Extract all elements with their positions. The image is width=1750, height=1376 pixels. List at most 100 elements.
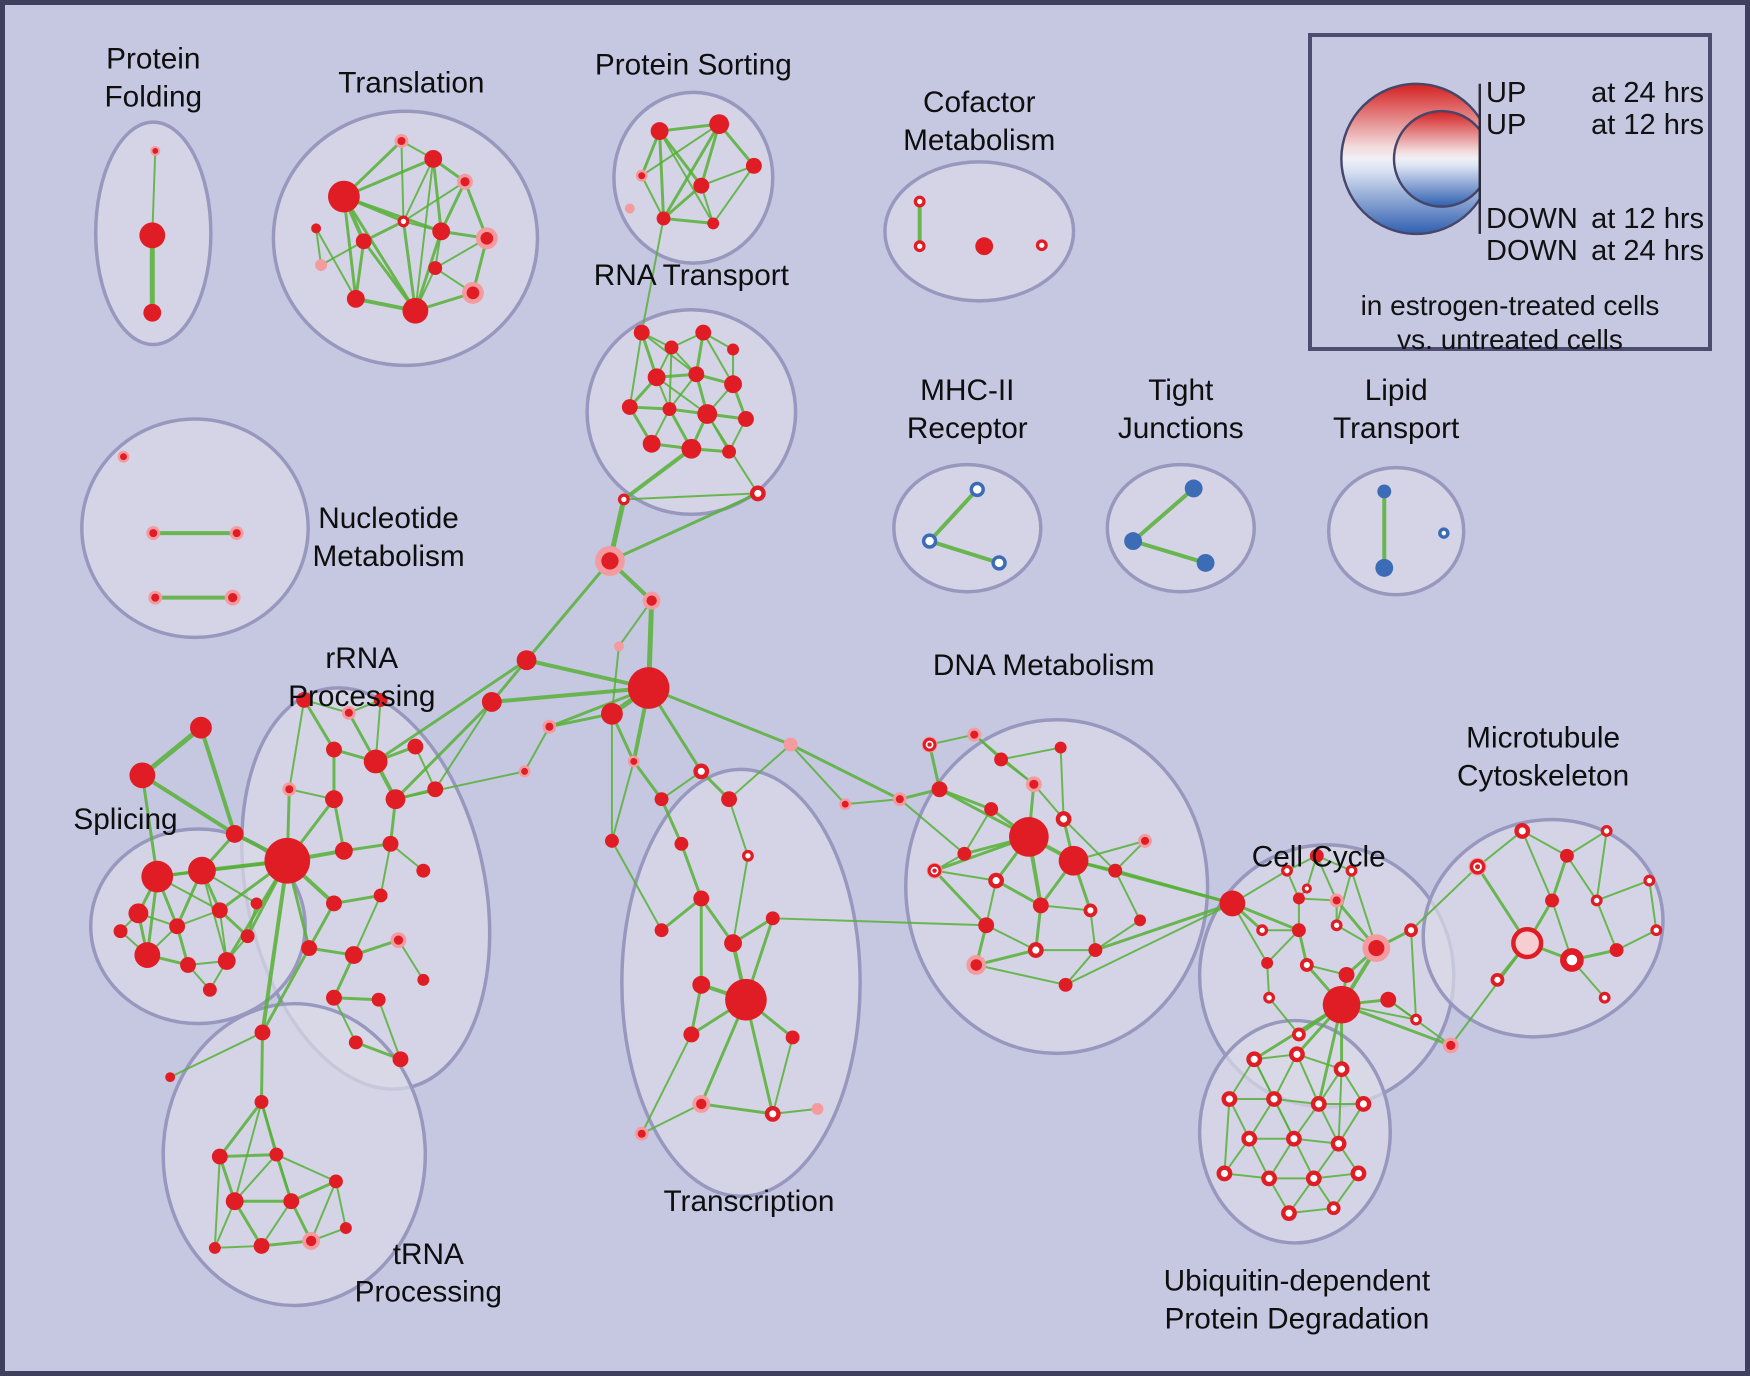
node	[1221, 1091, 1238, 1107]
edge	[288, 698, 306, 791]
legend-box: UP at 24 hrs UP at 12 hrs DOWN at 12 hrs…	[1308, 33, 1712, 355]
cluster-nucleotide-metabolism	[80, 417, 310, 640]
node	[254, 1095, 269, 1109]
node	[1350, 1165, 1367, 1182]
cluster-trna-processing	[161, 1001, 428, 1308]
node	[647, 368, 666, 387]
node	[742, 849, 754, 862]
cluster-mhc-ii-receptor	[892, 462, 1043, 594]
node	[1291, 1027, 1306, 1042]
node	[1009, 817, 1049, 857]
edge	[628, 331, 643, 409]
node	[1590, 894, 1603, 907]
legend-time-label: at 24 hrs	[1591, 77, 1704, 109]
node	[627, 667, 670, 709]
edge	[1410, 929, 1418, 1021]
node	[984, 802, 999, 817]
node	[1124, 532, 1143, 551]
edge	[1268, 996, 1300, 1036]
node	[188, 856, 216, 885]
node	[355, 233, 372, 250]
edge	[662, 184, 703, 220]
node	[1134, 914, 1147, 927]
node	[311, 223, 322, 234]
edge	[1565, 854, 1598, 902]
node	[208, 1241, 221, 1254]
edge	[489, 686, 651, 704]
node	[1404, 923, 1418, 938]
cluster-label-rna-transport: RNA Transport	[594, 259, 790, 292]
node	[1545, 893, 1559, 908]
cluster-label-cofactor-metabolism: Cofactor	[923, 86, 1036, 119]
node	[604, 833, 619, 848]
node	[542, 719, 557, 734]
edge	[1059, 746, 1065, 821]
node	[283, 1193, 300, 1210]
node	[516, 650, 537, 671]
node	[1410, 1013, 1422, 1026]
node	[681, 438, 702, 459]
node	[325, 790, 343, 809]
cluster-label-ubiquitin-dependent-protein-degradation: Ubiquitin-dependent	[1164, 1265, 1431, 1298]
legend-direction-label: UP	[1486, 109, 1527, 141]
edge	[679, 842, 703, 900]
edge	[342, 195, 358, 301]
legend-direction-label: DOWN	[1486, 235, 1578, 267]
edge	[402, 180, 466, 223]
edge	[974, 948, 1038, 967]
node	[1256, 924, 1269, 937]
legend-row-down-12: DOWN at 12 hrs	[1486, 203, 1704, 236]
edge	[658, 122, 721, 133]
edge	[394, 700, 494, 801]
edge	[933, 869, 988, 927]
node	[1514, 823, 1531, 839]
edge	[963, 808, 993, 855]
node	[392, 1051, 409, 1068]
node	[688, 366, 705, 383]
cluster-tight-junctions	[1105, 462, 1256, 594]
edge	[789, 743, 847, 806]
edge	[1114, 839, 1147, 872]
edge	[233, 1100, 263, 1203]
edge	[647, 686, 793, 747]
node	[738, 411, 754, 427]
node	[1650, 924, 1663, 937]
node	[382, 835, 399, 852]
edge	[342, 195, 417, 313]
node	[373, 888, 388, 903]
edge	[699, 1102, 775, 1116]
edge	[1550, 854, 1569, 902]
edge	[307, 901, 336, 950]
node	[724, 375, 742, 394]
node	[783, 737, 798, 752]
edge	[1266, 929, 1300, 964]
cluster-label-dna-metabolism: DNA Metabolism	[933, 649, 1155, 682]
node	[642, 591, 661, 610]
cluster-label-mhc-ii-receptor: MHC-II	[920, 374, 1014, 407]
node	[190, 716, 212, 739]
node	[211, 1148, 228, 1165]
edge	[218, 1153, 278, 1159]
node	[1329, 893, 1344, 908]
node	[407, 738, 424, 755]
node	[1032, 897, 1049, 914]
edge	[1295, 1053, 1320, 1105]
edge	[342, 157, 435, 199]
edge	[1335, 869, 1353, 927]
node	[1559, 848, 1574, 863]
node	[165, 1072, 176, 1083]
node	[650, 122, 669, 141]
node	[745, 157, 762, 174]
node	[1058, 977, 1073, 992]
node	[390, 932, 407, 949]
legend-row-down-24: DOWN at 24 hrs	[1486, 235, 1704, 268]
edge	[354, 1040, 402, 1061]
legend-direction-label: DOWN	[1486, 203, 1578, 235]
cluster-label-protein-folding: Protein	[106, 43, 200, 76]
node	[617, 493, 630, 506]
cluster-label-trna-processing: tRNA	[393, 1238, 464, 1271]
node	[697, 404, 718, 424]
node	[1380, 991, 1397, 1008]
node	[250, 897, 263, 910]
edge	[658, 129, 703, 188]
